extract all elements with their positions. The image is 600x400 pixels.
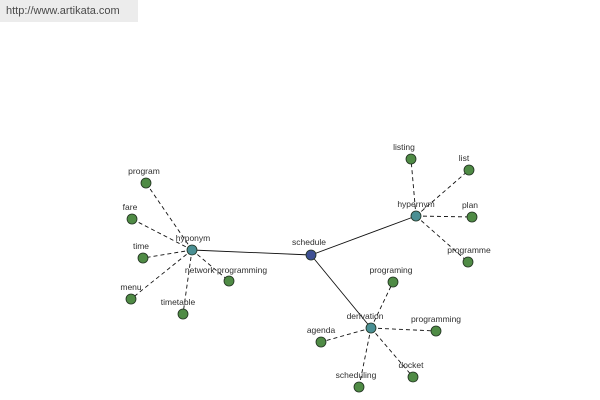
edge-hypernym-listing — [410, 158, 417, 217]
label-docket: docket — [398, 360, 424, 370]
label-menu: menu — [120, 282, 142, 292]
edge-hyponym-timetable — [182, 249, 193, 315]
edge-hyponym-network-programming — [191, 249, 230, 282]
edges-layer — [130, 158, 473, 388]
edge-schedule-hypernym — [310, 215, 417, 256]
label-scheduling: scheduling — [336, 370, 377, 380]
edge-hyponym-time — [142, 249, 193, 259]
label-fare: fare — [123, 202, 138, 212]
label-hyponym: hyponym — [176, 233, 211, 243]
node-list[interactable] — [463, 164, 475, 176]
node-time[interactable] — [137, 252, 149, 264]
label-programming: programming — [411, 314, 461, 324]
edge-derivation-programing — [370, 281, 394, 329]
edge-hypernym-list — [415, 169, 470, 217]
node-hyponym[interactable] — [186, 244, 198, 256]
label-programme: programme — [447, 245, 491, 255]
nodes-layer — [125, 153, 478, 393]
node-fare[interactable] — [126, 213, 138, 225]
node-scheduling[interactable] — [353, 381, 365, 393]
labels-layer: program fare time menu timetable network prog… — [120, 142, 491, 380]
label-derivation: derivation — [347, 311, 384, 321]
label-network-programming: network programming — [185, 265, 267, 275]
label-program: program — [128, 166, 160, 176]
watermark-banner: http://www.artikata.com — [0, 0, 138, 22]
label-programing: programing — [370, 265, 413, 275]
label-listing: listing — [393, 142, 415, 152]
node-menu[interactable] — [125, 293, 137, 305]
edge-hypernym-plan — [415, 215, 473, 218]
node-derivation[interactable] — [365, 322, 377, 334]
node-program[interactable] — [140, 177, 152, 189]
node-hypernym[interactable] — [410, 210, 422, 222]
edge-derivation-scheduling — [358, 327, 372, 388]
node-docket[interactable] — [407, 371, 419, 383]
node-agenda[interactable] — [315, 336, 327, 348]
label-hypernym: hypernym — [397, 199, 434, 209]
edge-hyponym-menu — [130, 249, 193, 300]
node-plan[interactable] — [466, 211, 478, 223]
node-listing[interactable] — [405, 153, 417, 165]
edge-hyponym-fare — [131, 218, 193, 251]
node-programming[interactable] — [430, 325, 442, 337]
label-timetable: timetable — [161, 297, 196, 307]
edge-hypernym-programme — [415, 215, 469, 263]
edge-schedule-hyponym — [191, 249, 312, 256]
watermark-url: http://www.artikata.com — [6, 5, 120, 17]
node-timetable[interactable] — [177, 308, 189, 320]
node-programme[interactable] — [462, 256, 474, 268]
node-network-programming[interactable] — [223, 275, 235, 287]
label-time: time — [133, 241, 149, 251]
label-schedule: schedule — [292, 237, 326, 247]
label-plan: plan — [462, 200, 478, 210]
label-list: list — [459, 153, 470, 163]
edge-derivation-docket — [370, 327, 414, 378]
edge-derivation-programming — [370, 327, 437, 332]
edge-schedule-derivation — [310, 254, 372, 329]
node-programing[interactable] — [387, 276, 399, 288]
edge-derivation-agenda — [320, 327, 372, 343]
node-schedule[interactable] — [305, 249, 317, 261]
label-agenda: agenda — [307, 325, 336, 335]
